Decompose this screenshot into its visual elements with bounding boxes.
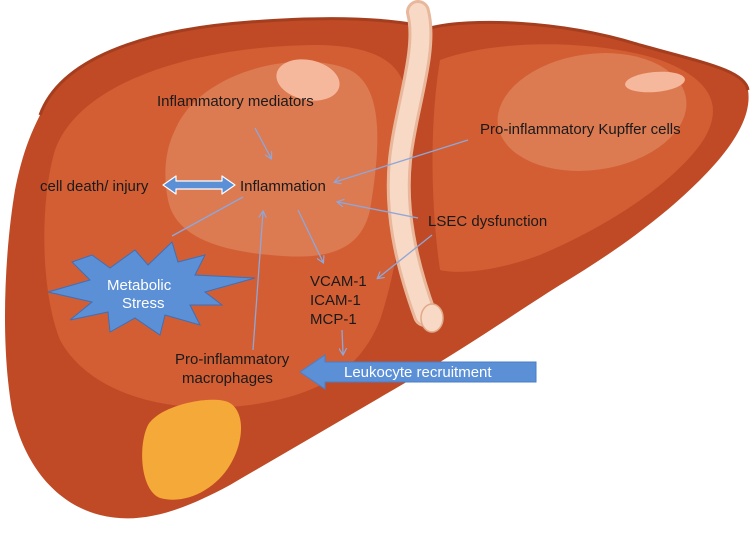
label-inflammatory-mediators: Inflammatory mediators bbox=[157, 93, 314, 110]
leukocyte-arrow bbox=[299, 354, 537, 390]
gallbladder bbox=[142, 399, 242, 500]
arrow-lsec-to-inflammation bbox=[338, 202, 419, 219]
label-metabolic: Metabolic bbox=[107, 277, 172, 294]
label-macrophages: macrophages bbox=[182, 370, 273, 387]
arrow-kupffer-to-inflammation bbox=[335, 139, 469, 182]
arrow-inflammation-to-vcam bbox=[297, 209, 323, 262]
label-inflammation: Inflammation bbox=[240, 178, 326, 195]
connector-arrows bbox=[171, 127, 469, 354]
liver-right-shine bbox=[625, 71, 685, 93]
label-pro-inflammatory: Pro-inflammatory bbox=[175, 351, 290, 368]
label-icam: ICAM-1 bbox=[310, 292, 361, 309]
label-cell-death: cell death/ injury bbox=[40, 178, 149, 195]
arrow-inflammation-to-metabolic bbox=[171, 196, 244, 237]
arrow-lsec-to-vcam bbox=[378, 234, 433, 278]
ligament-end bbox=[420, 303, 444, 333]
arrow-mediators-to-inflammation bbox=[254, 127, 271, 158]
double-arrow bbox=[162, 175, 236, 195]
label-kupffer-cells: Pro-inflammatory Kupffer cells bbox=[480, 121, 681, 138]
arrow-macrophages-to-inflammation bbox=[252, 212, 263, 351]
falciform-ligament-inner bbox=[389, 3, 434, 324]
arrow-mcp-to-leukocyte bbox=[342, 329, 343, 354]
liver-left-shine bbox=[276, 59, 340, 101]
label-leukocyte-recruitment: Leukocyte recruitment bbox=[344, 364, 492, 381]
label-stress: Stress bbox=[122, 295, 165, 312]
label-lsec-dysfunction: LSEC dysfunction bbox=[428, 213, 547, 230]
label-vcam: VCAM-1 bbox=[310, 273, 367, 290]
metabolic-stress-burst bbox=[47, 241, 256, 336]
label-mcp: MCP-1 bbox=[310, 311, 357, 328]
